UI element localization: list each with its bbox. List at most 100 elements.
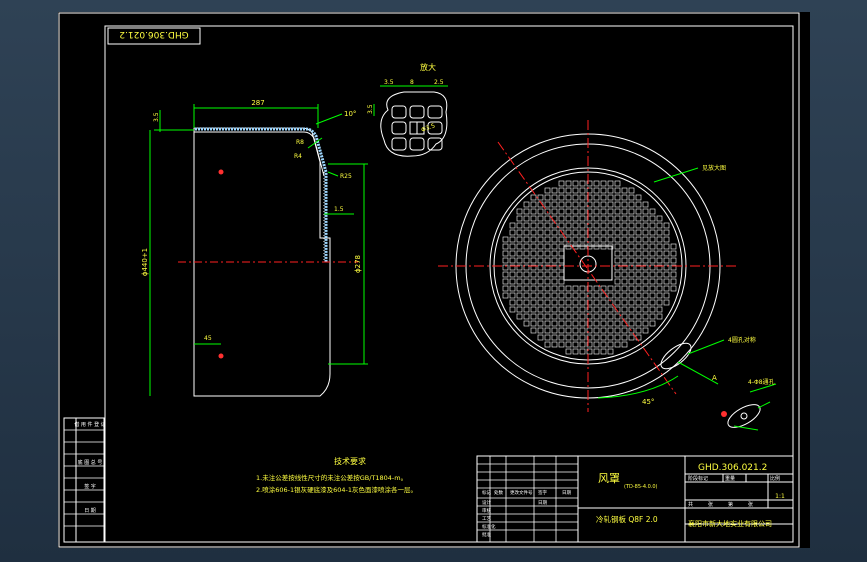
perforation-hole — [572, 194, 579, 201]
tech-line-2: 2.喷涂606-1银灰硬底漆及604-1灰色面漆喷涂各一层。 — [256, 485, 417, 494]
section-label: 放大 — [420, 62, 436, 72]
perforation-hole — [607, 313, 614, 320]
perforation-hole — [537, 285, 544, 292]
perforation-hole — [656, 229, 663, 236]
perforation-hole — [558, 257, 565, 264]
perforation-hole — [551, 313, 558, 320]
perforation-hole — [600, 201, 607, 208]
perforation-hole — [572, 229, 579, 236]
perforation-hole — [670, 264, 677, 271]
perforation-hole — [663, 222, 670, 229]
perforation-hole — [649, 222, 656, 229]
perforation-hole — [649, 257, 656, 264]
perforation-hole — [572, 285, 579, 292]
perforation-hole — [649, 236, 656, 243]
perforation-hole — [579, 194, 586, 201]
perforation-hole — [642, 236, 649, 243]
perforation-hole — [565, 180, 572, 187]
perforation-hole — [516, 313, 523, 320]
perforation-hole — [614, 320, 621, 327]
perforation-hole — [656, 243, 663, 250]
perforation-hole — [600, 327, 607, 334]
perforation-hole — [621, 334, 628, 341]
rev-h2: 处数 — [494, 489, 503, 496]
perforation-hole — [572, 306, 579, 313]
perforation-hole — [600, 187, 607, 194]
perforation-hole — [544, 320, 551, 327]
perforation-hole — [635, 243, 642, 250]
perforation-hole — [537, 278, 544, 285]
dim-angle: 10° — [344, 110, 356, 118]
callout-small: 4-Φ8通孔 — [748, 378, 775, 386]
perforation-hole — [656, 264, 663, 271]
perforation-hole — [537, 306, 544, 313]
perforation-hole — [551, 229, 558, 236]
perforation-hole — [649, 271, 656, 278]
perforation-hole — [530, 292, 537, 299]
perforation-hole — [635, 320, 642, 327]
perforation-hole — [530, 236, 537, 243]
perforation-hole — [670, 278, 677, 285]
perforation-hole — [551, 236, 558, 243]
perforation-hole — [621, 278, 628, 285]
perforation-hole — [600, 215, 607, 222]
perforation-hole — [565, 285, 572, 292]
perforation-hole — [649, 229, 656, 236]
perforation-hole — [600, 348, 607, 355]
dim-hole-pos: 45 — [204, 335, 212, 342]
perforation-hole — [635, 236, 642, 243]
perforation-hole — [523, 222, 530, 229]
sheet-3: 第 — [728, 501, 733, 508]
perforation-hole — [656, 306, 663, 313]
perforation-hole — [523, 299, 530, 306]
detail-outline — [380, 91, 448, 157]
rotated-drawing-number: GHD.306.021.2 — [119, 29, 188, 39]
perforation-hole — [586, 292, 593, 299]
perforation-hole — [579, 299, 586, 306]
perforation-hole — [607, 229, 614, 236]
dim-top-width: 287 — [251, 99, 264, 107]
perforation-hole — [656, 292, 663, 299]
perforation-hole — [642, 299, 649, 306]
dim-thickness: 1.5 — [334, 206, 344, 213]
perforation-hole — [537, 222, 544, 229]
perforation-hole — [607, 285, 614, 292]
perforation-hole — [544, 215, 551, 222]
section-arrow — [677, 361, 719, 385]
perforation-hole — [621, 257, 628, 264]
perforation-hole — [614, 264, 621, 271]
perforation-hole — [621, 292, 628, 299]
rev-h5: 日期 — [562, 490, 571, 496]
perforation-hole — [530, 257, 537, 264]
perforation-hole — [642, 201, 649, 208]
perforation-hole — [530, 208, 537, 215]
perforation-hole — [593, 194, 600, 201]
detail-slots — [391, 105, 443, 151]
perforation-hole — [558, 236, 565, 243]
perforation-hole — [565, 327, 572, 334]
perforation-hole — [628, 236, 635, 243]
perforation-hole — [579, 292, 586, 299]
drawing-canvas: GHD.306.021.2 287 10° 3.5 R8 R4 R25 1.5 … — [58, 12, 800, 548]
perforation-hole — [600, 341, 607, 348]
perforation-hole — [551, 320, 558, 327]
perforation-hole — [586, 313, 593, 320]
perforation-hole — [593, 348, 600, 355]
side-row-0: 借 用 件 登 记 — [74, 421, 105, 428]
perforation-hole — [565, 208, 572, 215]
perforation-hole — [600, 236, 607, 243]
perforation-hole — [572, 222, 579, 229]
small-detail-slot — [727, 404, 761, 428]
perforation-hole — [635, 257, 642, 264]
perforation-hole — [607, 180, 614, 187]
perforation-hole — [593, 187, 600, 194]
perforation-hole — [607, 320, 614, 327]
perforation-hole — [635, 201, 642, 208]
perforation-hole — [509, 229, 516, 236]
perforation-hole — [558, 299, 565, 306]
perforation-hole — [635, 299, 642, 306]
perforation-hole — [544, 285, 551, 292]
perforation-hole — [509, 278, 516, 285]
drawing-sheet[interactable]: GHD.306.021.2 287 10° 3.5 R8 R4 R25 1.5 … — [58, 12, 810, 548]
perforation-hole — [621, 271, 628, 278]
